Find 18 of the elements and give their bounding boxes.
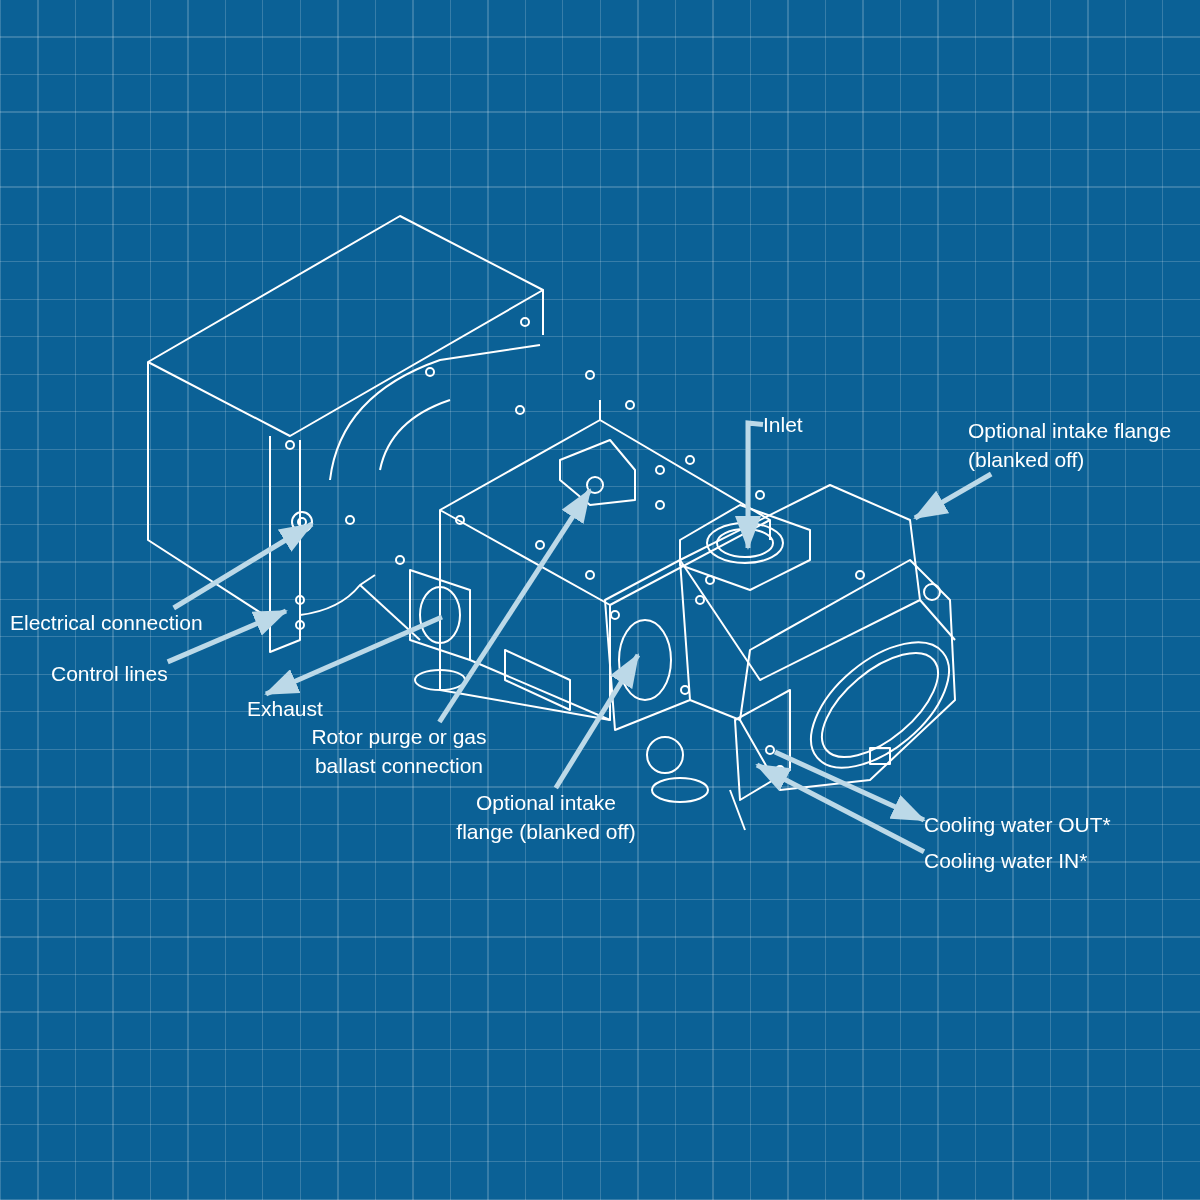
leader-arrow [913,471,993,521]
callout-label: Rotor purge or gas ballast connection [298,722,500,780]
leader-arrow [735,420,764,550]
leader-arrow [264,614,443,697]
leader-arrow [773,749,926,823]
callout-label: Cooling water OUT* [924,810,1111,839]
leader-arrow [166,608,288,665]
leader-arrow [172,521,314,611]
callout-label: Optional intake flange (blanked off) [448,788,644,846]
callout-label: Optional intake flange (blanked off) [968,416,1200,474]
callout-label: Control lines [51,659,168,688]
leader-arrow [437,488,593,724]
callout-label: Cooling water IN* [924,846,1088,875]
callout-label: Exhaust [247,694,323,723]
leader-arrow [755,762,926,854]
callout-label: Inlet [763,410,803,439]
leader-arrow [553,653,641,790]
callout-label: Electrical connection [10,608,203,637]
